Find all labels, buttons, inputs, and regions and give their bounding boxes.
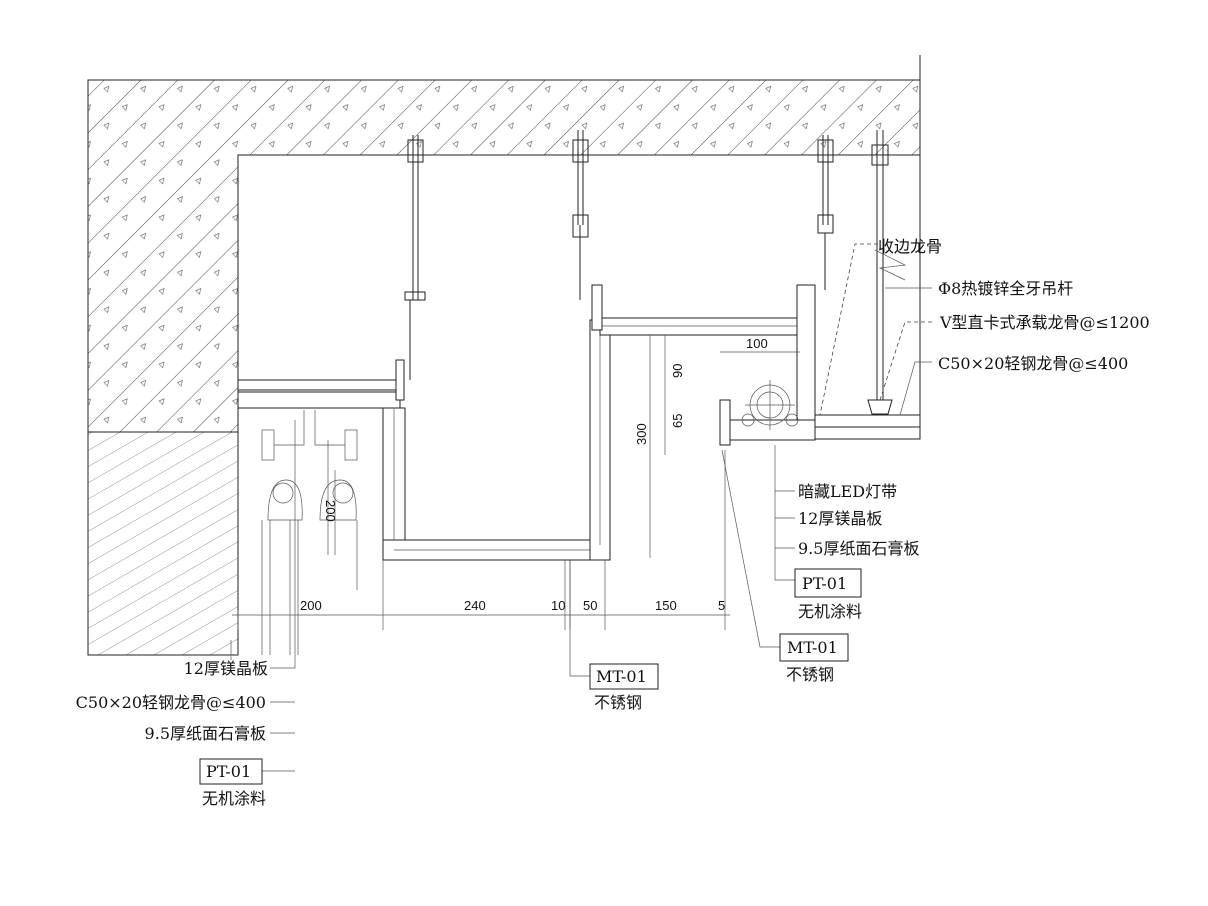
label-c50-keel-right: C50×20轻钢龙骨@≤400 [938,354,1128,373]
mt-name-right: 不锈钢 [786,665,834,684]
pt-name-right: 无机涂料 [798,602,862,621]
pt-01-tag-right [794,568,862,598]
label-hanger-rod: Φ8热镀锌全牙吊杆 [938,279,1073,298]
mt-code-right: MT-01 [787,638,838,657]
dim-200-h: 200 [300,598,322,613]
hanger-rods [404,130,893,415]
label-gypsum-right: 9.5厚纸面石膏板 [798,539,919,558]
mt-code-center: MT-01 [596,667,647,686]
label-led-strip: 暗藏LED灯带 [798,482,897,501]
leader-lines [230,243,932,772]
dim-150: 150 [655,598,677,613]
concrete-structure [87,55,921,656]
label-v-keel: V型直卡式承载龙骨@≤1200 [939,313,1150,332]
dim-10: 10 [551,598,565,613]
led-strip-symbol [741,380,799,430]
pt-name-left: 无机涂料 [202,789,266,808]
mt-name-center: 不锈钢 [594,693,642,712]
cove-fixtures [261,410,358,655]
label-edge-keel: 收边龙骨 [878,237,942,256]
dim-240: 240 [464,598,486,613]
pt-01-tag-left [199,758,263,785]
mt-01-tag-right [779,633,849,662]
dimension-lines [232,335,800,630]
label-gypsum-left: 9.5厚纸面石膏板 [145,724,266,743]
pt-code-left: PT-01 [206,762,251,781]
dim-100: 100 [746,336,768,351]
dim-200-v: 200 [323,500,338,522]
label-c50-keel-left: C50×20轻钢龙骨@≤400 [76,693,266,712]
mt-01-tag-center [589,663,659,690]
pt-code-right: PT-01 [802,574,847,593]
dim-5: 5 [718,598,725,613]
label-mg-board-left: 12厚镁晶板 [184,659,268,678]
dim-50: 50 [583,598,597,613]
ceiling-boards [237,284,921,561]
dim-65: 65 [670,414,685,428]
label-mg-board-right: 12厚镁晶板 [798,509,882,528]
dim-90: 90 [670,364,685,378]
dim-300: 300 [634,423,649,445]
